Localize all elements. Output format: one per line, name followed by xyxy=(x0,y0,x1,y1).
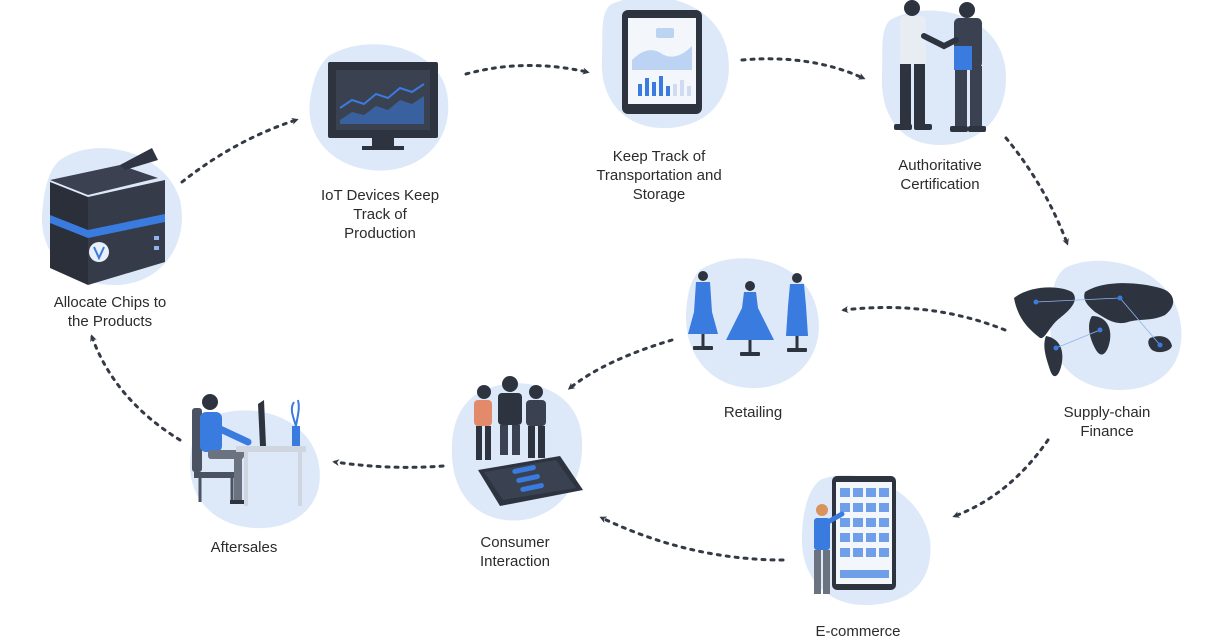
desk-worker-icon xyxy=(192,394,306,506)
arrow-ecommerce-to-consumer xyxy=(599,516,785,562)
handshake-icon xyxy=(894,0,986,132)
arrow-allocate-to-iot xyxy=(180,117,299,184)
label-allocate-chips: Allocate Chips to the Products xyxy=(53,294,167,330)
monitor-chart-icon xyxy=(328,62,438,150)
arrow-retailing-to-consumer xyxy=(567,338,674,390)
arrow-consumer-to-aftersales xyxy=(332,459,445,469)
label-retailing: Retailing xyxy=(723,404,783,421)
people-phone-icon xyxy=(474,376,583,506)
world-map-icon xyxy=(1014,283,1174,377)
arrow-transport-to-certification xyxy=(740,57,866,80)
label-certification: Authoritative Certification xyxy=(898,157,982,193)
arrow-certification-to-finance xyxy=(1004,136,1069,246)
label-aftersales: Aftersales xyxy=(210,539,278,556)
dress-mannequins-icon xyxy=(688,271,808,356)
label-supply-chain: Supply-chain Finance xyxy=(1063,404,1151,440)
arrow-iot-to-transport xyxy=(464,64,590,76)
label-consumer: Consumer Interaction xyxy=(479,534,551,570)
arrow-finance-to-retailing xyxy=(841,306,1007,332)
blob-aftersales xyxy=(190,410,320,529)
blob-finance xyxy=(1050,260,1182,390)
label-transportation: Keep Track of Transportation and Storage xyxy=(596,148,722,203)
arrow-finance-to-ecommerce xyxy=(952,438,1050,518)
label-iot-devices: IoT Devices Keep Track of Production xyxy=(320,187,440,242)
phone-shop-icon xyxy=(814,476,896,594)
tablet-chart-icon xyxy=(622,10,702,114)
label-ecommerce: E-commerce xyxy=(815,623,901,640)
chip-box-icon xyxy=(50,148,165,285)
arrow-aftersales-to-allocate xyxy=(90,334,182,442)
